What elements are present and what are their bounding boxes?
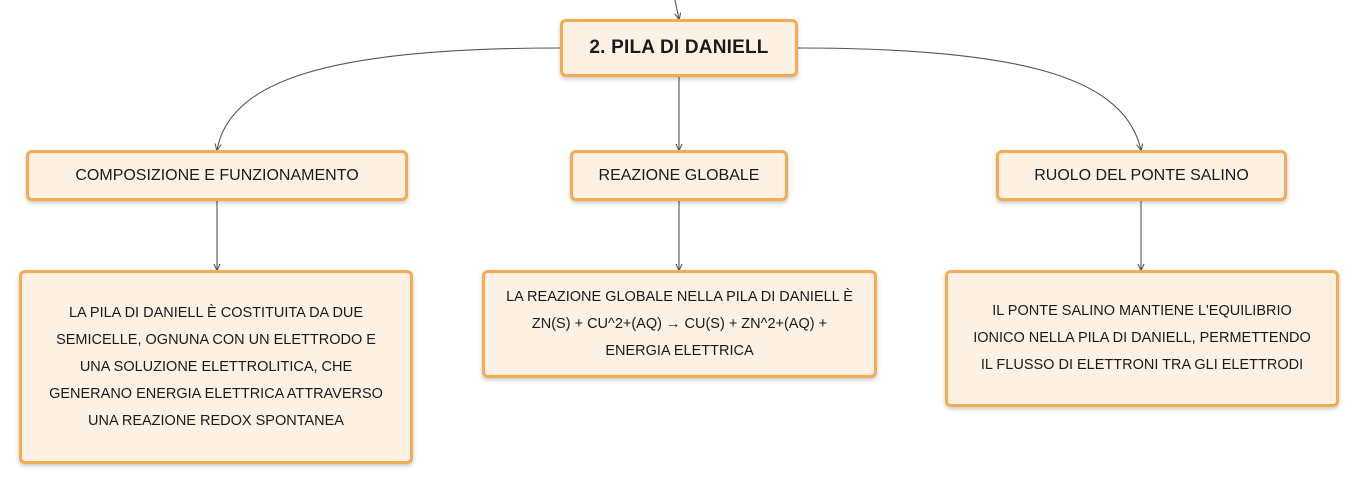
branch-node-label: COMPOSIZIONE E FUNZIONAMENTO	[75, 166, 359, 184]
detail-node-text: LA PILA DI DANIELL È COSTITUITA DA DUE S…	[49, 304, 383, 429]
root-node-label: 2. PILA DI DANIELL	[589, 37, 769, 58]
connector-root-to-composizione	[217, 47, 561, 150]
branch-node-reazione[interactable]: REAZIONE GLOBALE	[570, 150, 788, 201]
detail-node-composizione[interactable]: LA PILA DI DANIELL È COSTITUITA DA DUE S…	[19, 270, 413, 464]
branch-node-ponte-salino[interactable]: RUOLO DEL PONTE SALINO	[996, 150, 1287, 201]
branch-node-label: RUOLO DEL PONTE SALINO	[1034, 166, 1249, 184]
detail-node-text: LA REAZIONE GLOBALE NELLA PILA DI DANIEL…	[506, 288, 853, 359]
detail-node-text: IL PONTE SALINO MANTIENE L'EQUILIBRIO IO…	[973, 303, 1311, 373]
branch-node-composizione[interactable]: COMPOSIZIONE E FUNZIONAMENTO	[26, 150, 408, 201]
branch-node-label: REAZIONE GLOBALE	[598, 166, 760, 184]
connector-root-to-ponte	[797, 47, 1141, 150]
root-node[interactable]: 2. PILA DI DANIELL	[560, 19, 798, 77]
detail-node-ponte-salino[interactable]: IL PONTE SALINO MANTIENE L'EQUILIBRIO IO…	[945, 270, 1339, 407]
connector-parent-to-root	[675, 0, 679, 19]
detail-node-reazione[interactable]: LA REAZIONE GLOBALE NELLA PILA DI DANIEL…	[482, 270, 877, 378]
